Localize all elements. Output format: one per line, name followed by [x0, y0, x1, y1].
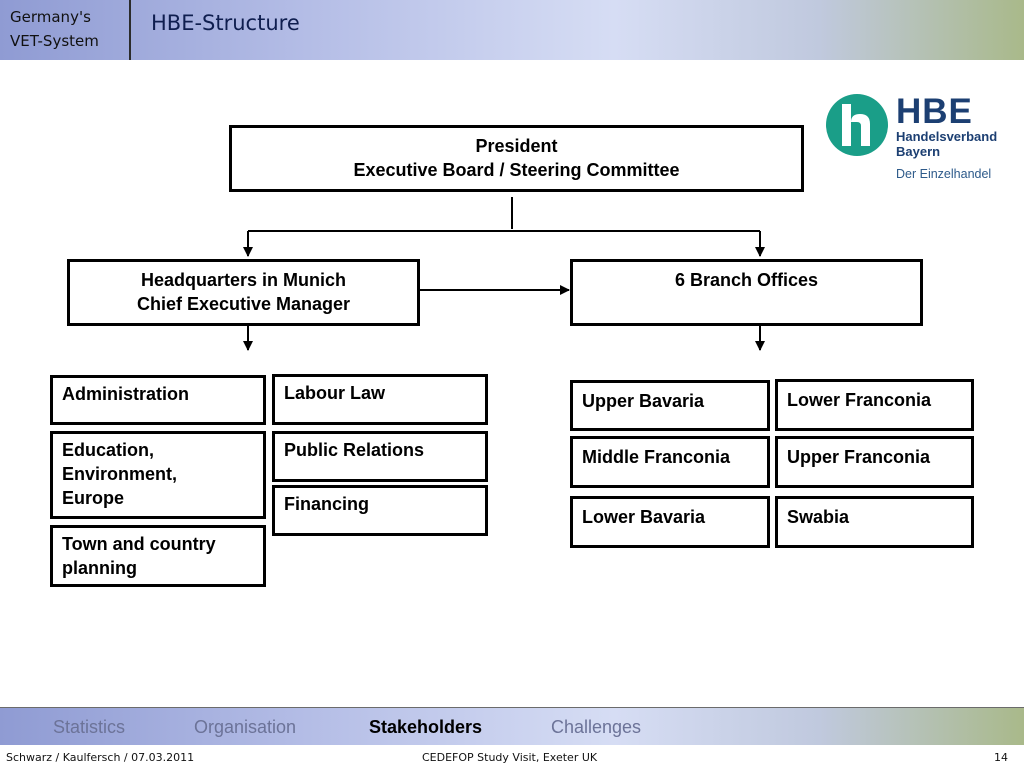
logo-tagline: Der Einzelhandel [896, 167, 992, 181]
nav-organisation[interactable]: Organisation [194, 717, 297, 737]
dept-financing: Financing [272, 485, 488, 536]
slide-title: HBE-Structure [151, 11, 300, 35]
chief-executive-label: Chief Executive Manager [136, 294, 351, 314]
section-label: Germany's VET-System [0, 0, 131, 60]
dept-pr-label: Public Relations [284, 440, 425, 460]
logo-wordmark: HBE [896, 92, 973, 131]
branch-offices-label: 6 Branch Offices [674, 270, 819, 290]
president-label: President [475, 136, 558, 156]
section-label-line1: Germany's [10, 8, 91, 26]
president-box: President Executive Board / Steering Com… [229, 125, 804, 192]
region-middle-franconia: Middle Franconia [570, 436, 770, 488]
region-lower-franconia: Lower Franconia [775, 379, 974, 431]
region-upper-bavaria: Upper Bavaria [570, 380, 770, 431]
nav-challenges[interactable]: Challenges [551, 717, 642, 737]
footer-nav-bar [0, 707, 1024, 746]
dept-education: Education, Environment, Europe [50, 431, 266, 519]
nav-statistics[interactable]: Statistics [53, 717, 126, 737]
headquarters-box: Headquarters in Munich Chief Executive M… [67, 259, 420, 326]
region-lower-franconia-label: Lower Franconia [787, 390, 932, 410]
dept-education-line1: Education, [62, 440, 155, 460]
section-label-line2: VET-System [10, 32, 99, 50]
slide-header: Germany's VET-System HBE-Structure [0, 0, 1024, 60]
dept-town-line2: planning [62, 558, 137, 578]
dept-labour-law: Labour Law [272, 374, 488, 425]
footer-event: CEDEFOP Study Visit, Exeter UK [422, 751, 598, 764]
region-middle-franconia-label: Middle Franconia [582, 447, 731, 467]
dept-town-planning: Town and country planning [50, 525, 266, 587]
branch-offices-box: 6 Branch Offices [570, 259, 923, 326]
region-swabia: Swabia [775, 496, 974, 548]
dept-public-relations: Public Relations [272, 431, 488, 482]
footer-info-bar [0, 745, 1024, 768]
logo-line1: Handelsverband [896, 129, 998, 144]
dept-administration: Administration [50, 375, 266, 425]
headquarters-label: Headquarters in Munich [140, 270, 347, 290]
dept-education-line2: Environment, [62, 464, 178, 484]
hbe-logo-mark-icon [826, 94, 888, 156]
region-swabia-label: Swabia [787, 507, 850, 527]
region-upper-franconia-label: Upper Franconia [787, 447, 931, 467]
dept-financing-label: Financing [284, 494, 369, 514]
dept-education-line3: Europe [62, 488, 125, 508]
region-upper-bavaria-label: Upper Bavaria [582, 391, 705, 411]
region-lower-bavaria-label: Lower Bavaria [582, 507, 706, 527]
executive-board-label: Executive Board / Steering Committee [353, 160, 680, 180]
hbe-logo: HBE Handelsverband Bayern Der Einzelhand… [824, 92, 1014, 184]
region-upper-franconia: Upper Franconia [775, 436, 974, 488]
dept-town-line1: Town and country [62, 534, 216, 554]
footer-page-number: 14 [994, 751, 1008, 764]
footer-author: Schwarz / Kaulfersch / 07.03.2011 [6, 751, 195, 764]
region-lower-bavaria: Lower Bavaria [570, 496, 770, 548]
nav-stakeholders[interactable]: Stakeholders [369, 717, 483, 737]
logo-line2: Bayern [896, 144, 941, 159]
dept-labour-label: Labour Law [284, 383, 386, 403]
dept-administration-label: Administration [62, 384, 190, 404]
